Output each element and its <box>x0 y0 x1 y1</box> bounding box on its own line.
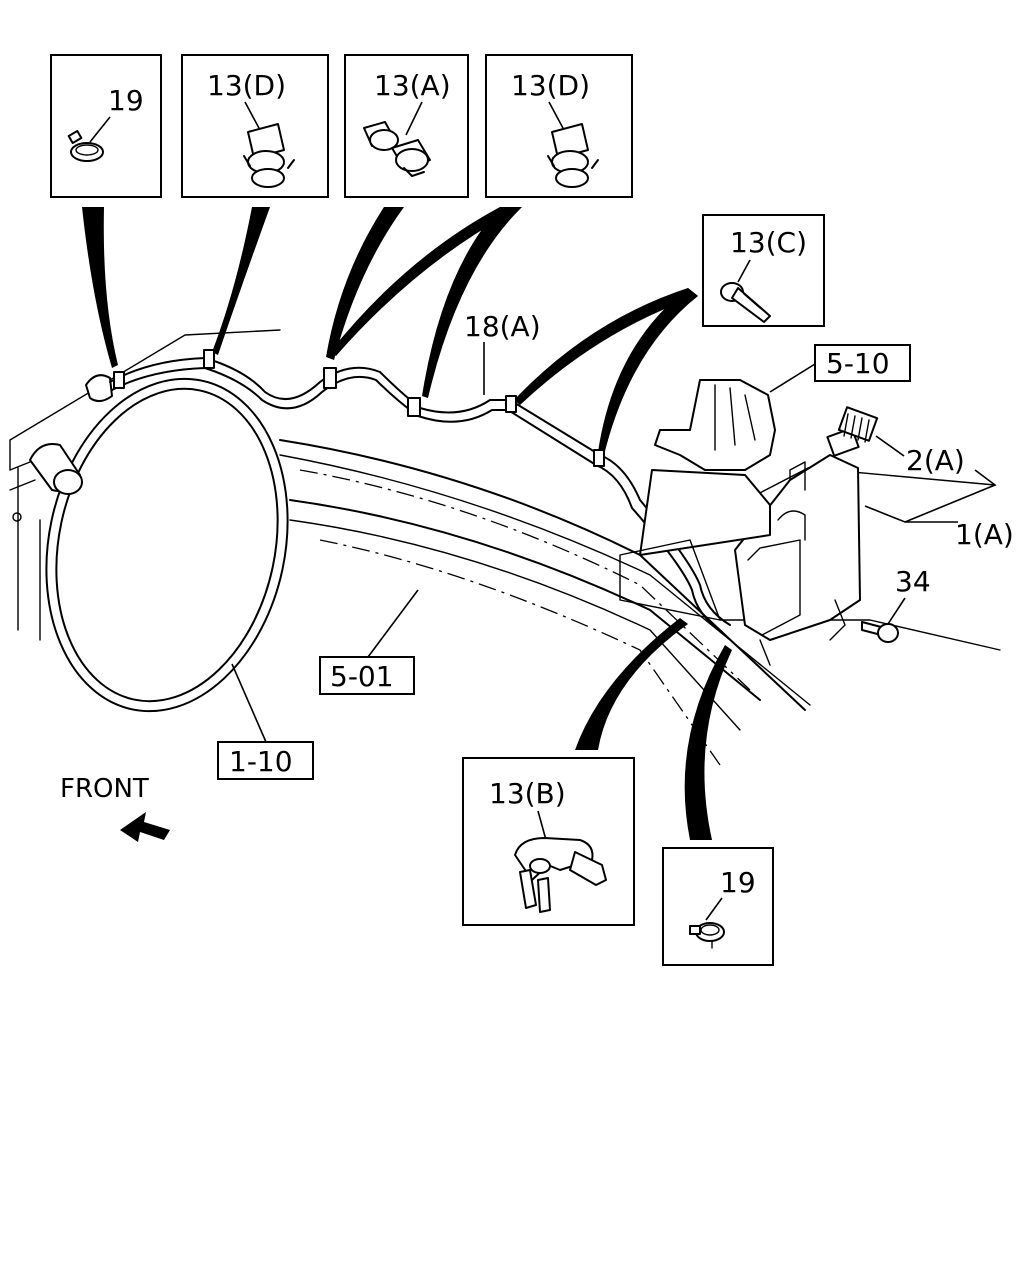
clip-d-icon <box>243 123 295 188</box>
hose-clamp-icon <box>689 922 725 949</box>
svg-text:1-10: 1-10 <box>229 745 293 778</box>
svg-text:5-10: 5-10 <box>826 347 890 380</box>
bracket-5-10 <box>619 379 776 621</box>
hose-clamp-icon <box>67 130 104 162</box>
callout-wedges-bottom <box>575 618 732 840</box>
label-1a: 1(A) <box>955 518 1014 551</box>
svg-text:5-01: 5-01 <box>330 660 394 693</box>
clip-c-icon <box>720 282 771 323</box>
callout-wedges-top <box>82 207 698 455</box>
detail-box-13d-2: 13(D) <box>485 54 633 198</box>
hose-clamp-icon <box>113 349 605 467</box>
detail-box-19-bottom: 19 <box>662 847 774 966</box>
detail-box-19-top: 19 <box>50 54 162 198</box>
label-13a: 13(A) <box>374 69 451 102</box>
label-19-bottom: 19 <box>720 866 756 899</box>
front-label: FRONT <box>60 774 149 804</box>
label-34: 34 <box>895 565 931 598</box>
detail-box-13d-1: 13(D) <box>181 54 329 198</box>
reservoir-tank <box>734 406 879 666</box>
detail-box-13a: 13(A) <box>344 54 469 198</box>
label-box-1-10: 1-10 <box>217 663 314 780</box>
cap-icon <box>837 406 879 443</box>
clip-a-icon <box>363 121 431 177</box>
label-box-5-10: 5-10 <box>769 344 911 393</box>
hose-18a <box>109 349 731 633</box>
chassis-frame <box>9 329 1001 766</box>
fan-shroud <box>29 374 289 713</box>
detail-box-13c: 13(C) <box>702 214 825 327</box>
label-box-5-01: 5-01 <box>319 589 419 695</box>
detail-box-13b: 13(B) <box>462 757 635 926</box>
label-13c: 13(C) <box>730 226 807 259</box>
clip-b-icon <box>514 837 607 913</box>
label-13b: 13(B) <box>489 777 566 810</box>
label-13d-2: 13(D) <box>511 69 590 102</box>
front-arrow-icon <box>120 812 170 842</box>
label-2a: 2(A) <box>906 444 965 477</box>
label-13d-1: 13(D) <box>207 69 286 102</box>
bolt-icon <box>861 621 899 643</box>
clip-d-icon <box>547 123 599 188</box>
label-18a: 18(A) <box>464 310 541 343</box>
label-19-top: 19 <box>108 84 144 117</box>
